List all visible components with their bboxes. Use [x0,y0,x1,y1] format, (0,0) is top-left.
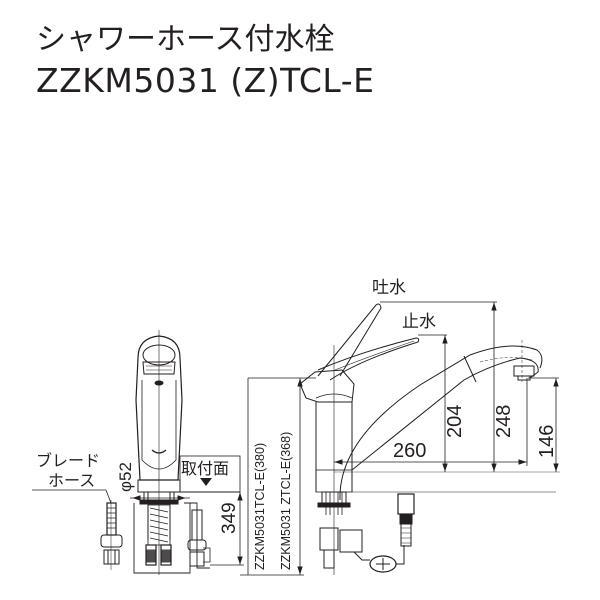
model-number: ZZKM5031 (Z)TCL-E [36,61,375,100]
side-view [240,301,560,576]
title-block: シャワーホース付水栓 ZZKM5031 (Z)TCL-E [36,20,374,102]
dim-handle-closed: 204 [444,405,466,438]
dim-below-counter: 349 [219,502,240,534]
braided-hose-label-2: ホース [48,471,95,490]
spout-open-label: 吐水 [372,278,406,298]
hose-length-model1: ZZKM5031TCL-E(380) [253,443,267,570]
diameter-label: φ52 [116,462,135,492]
product-name: シャワーホース付水栓 [36,22,335,57]
dim-handle-open: 248 [493,405,515,438]
dim-spout-reach: 260 [393,440,426,462]
spout-closed-label: 止水 [402,312,436,332]
dim-outlet-height: 146 [536,425,558,458]
front-view [32,330,244,575]
mounting-surface-label: 取付面 [181,459,229,478]
hose-length-model2: ZZKM5031 ZTCL-E(368) [279,432,293,570]
braided-hose-label-1: ブレード [36,451,100,470]
